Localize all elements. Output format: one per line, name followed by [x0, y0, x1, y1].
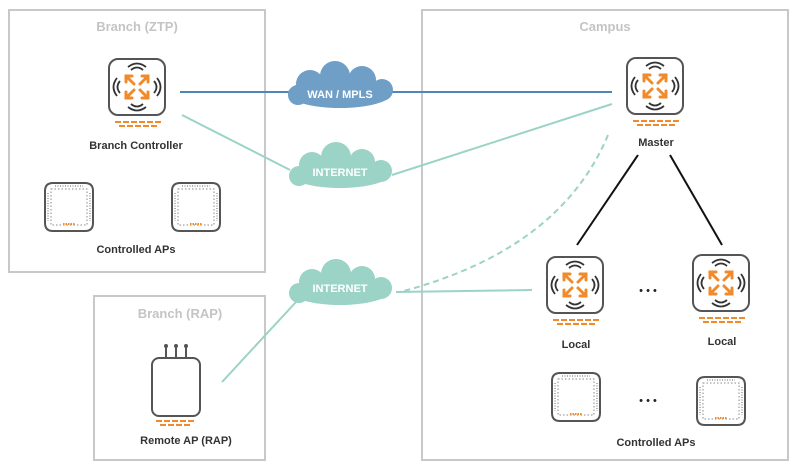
local-label-2: Local [708, 336, 737, 348]
access-point-icon [696, 376, 746, 426]
links [180, 91, 723, 383]
access-point-icon [551, 372, 601, 422]
access-point-icon [171, 182, 221, 232]
cloud-wan-mpls: WAN / MPLS [288, 61, 393, 108]
local-device-2: Local [691, 253, 751, 348]
cloud-label-internet-top: INTERNET [313, 167, 368, 179]
master-internet-link [391, 103, 613, 176]
cloud-internet-top: INTERNET [289, 142, 392, 188]
master-local-link-1 [576, 154, 639, 246]
region-title-branch-rap: Branch (RAP) [138, 306, 223, 321]
region-campus: Campus [421, 9, 789, 461]
branch-controlled-aps: Controlled APs [44, 182, 221, 256]
master-device: Master [625, 56, 685, 149]
branch-controller-label: Branch Controller [89, 140, 183, 152]
local-label-1: Local [562, 339, 591, 351]
local-device-1: Local [545, 255, 605, 351]
remote-ap-device: Remote AP (RAP) [140, 343, 232, 447]
controller-icon [107, 57, 167, 128]
remote-ap-label: Remote AP (RAP) [140, 435, 232, 447]
remote-ap-icon [151, 343, 201, 426]
master-label: Master [638, 137, 674, 149]
controller-icon [691, 253, 751, 324]
rap-internet-link [221, 301, 297, 383]
access-point-icon [44, 182, 94, 232]
cloud-label-internet-bottom: INTERNET [313, 283, 368, 295]
cloud-internet-bottom: INTERNET [289, 259, 392, 305]
ellipsis-aps: • • • [639, 395, 657, 407]
ellipsis-locals: • • • [639, 285, 657, 297]
controller-icon [545, 255, 605, 326]
region-branch-rap: Branch (RAP) [93, 295, 266, 461]
region-title-campus: Campus [579, 19, 630, 34]
cloud-label-wan: WAN / MPLS [307, 89, 372, 101]
region-title-branch-ztp: Branch (ZTP) [96, 19, 178, 34]
branch-internet-link [181, 114, 291, 171]
local-internet-link [395, 289, 533, 293]
branch-controller-device: Branch Controller [89, 57, 183, 152]
controller-icon [625, 56, 685, 127]
campus-controlled-aps: • • • Controlled APs [551, 372, 746, 449]
region-branch-ztp: Branch (ZTP) [8, 9, 266, 273]
master-local-link-2 [669, 154, 723, 246]
rap-tunnel-link [399, 134, 609, 293]
branch-controlled-aps-label: Controlled APs [96, 244, 175, 256]
campus-controlled-aps-label: Controlled APs [616, 437, 695, 449]
